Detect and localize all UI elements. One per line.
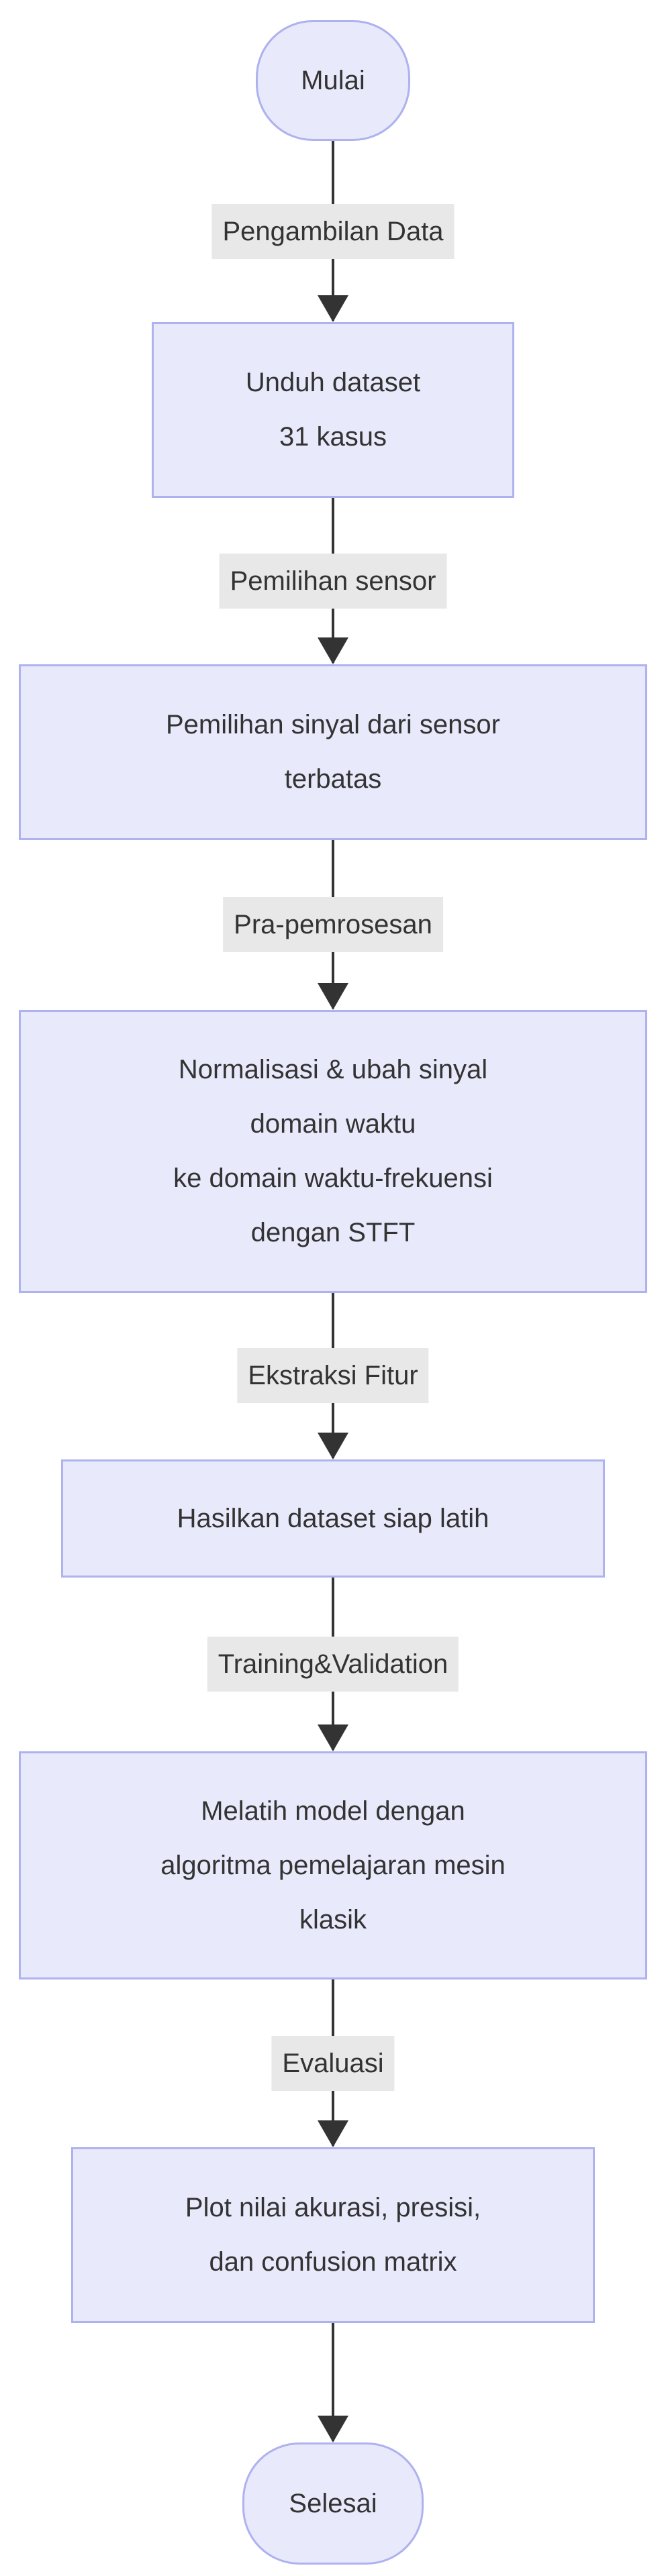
node-text-line: terbatas <box>284 764 382 794</box>
node-text-line: dan confusion matrix <box>209 2247 457 2277</box>
arrowhead <box>318 637 348 664</box>
node-text-line: Melatih model dengan <box>201 1796 465 1826</box>
node-text-line: Unduh dataset <box>245 368 421 397</box>
node-text-line: 31 kasus <box>279 422 387 452</box>
arrowhead <box>318 295 348 322</box>
node-text-line: ke domain waktu-frekuensi <box>173 1164 493 1193</box>
node-mulai: Mulai <box>256 20 410 141</box>
arrowhead <box>318 1433 348 1459</box>
node-text-line: Normalisasi & ubah sinyal <box>178 1055 488 1084</box>
edge-label-training-validation: Training&Validation <box>207 1637 459 1692</box>
node-unduh-dataset: Unduh dataset 31 kasus <box>152 322 514 498</box>
node-plot-evaluasi: Plot nilai akurasi, presisi, dan confusi… <box>71 2147 595 2323</box>
node-text-line: Selesai <box>289 2488 377 2518</box>
edge-plot-to-end <box>318 2323 348 2442</box>
node-pemilihan-sinyal: Pemilihan sinyal dari sensor terbatas <box>19 664 647 840</box>
edge-label-evaluasi: Evaluasi <box>271 2036 395 2091</box>
node-text-line: Pemilihan sinyal dari sensor <box>165 710 500 739</box>
node-selesai: Selesai <box>242 2442 424 2565</box>
edge-label-pra-pemrosesan: Pra-pemrosesan <box>223 897 443 952</box>
node-text-line: Mulai <box>301 65 365 95</box>
edge-label-pengambilan-data: Pengambilan Data <box>211 204 455 259</box>
edge-line <box>332 2323 334 2441</box>
node-normalisasi-stft: Normalisasi & ubah sinyal domain waktu k… <box>19 1010 647 1293</box>
arrowhead <box>318 983 348 1010</box>
node-text-line: Hasilkan dataset siap latih <box>177 1503 489 1533</box>
node-text-line: klasik <box>299 1904 367 1935</box>
node-text-line: algoritma pemelajaran mesin <box>160 1850 506 1880</box>
arrowhead <box>318 1724 348 1751</box>
edge-label-ekstraksi-fitur: Ekstraksi Fitur <box>237 1348 429 1403</box>
node-text-line: domain waktu <box>250 1109 416 1139</box>
node-text-line: Plot nilai akurasi, presisi, <box>185 2193 481 2222</box>
arrowhead <box>318 2120 348 2147</box>
edge-label-pemilihan-sensor: Pemilihan sensor <box>219 554 447 609</box>
arrowhead <box>318 2416 348 2442</box>
node-hasilkan-dataset: Hasilkan dataset siap latih <box>61 1459 605 1578</box>
node-text-line: dengan STFT <box>250 1218 416 1247</box>
node-melatih-model: Melatih model dengan algoritma pemelajar… <box>19 1751 647 1979</box>
